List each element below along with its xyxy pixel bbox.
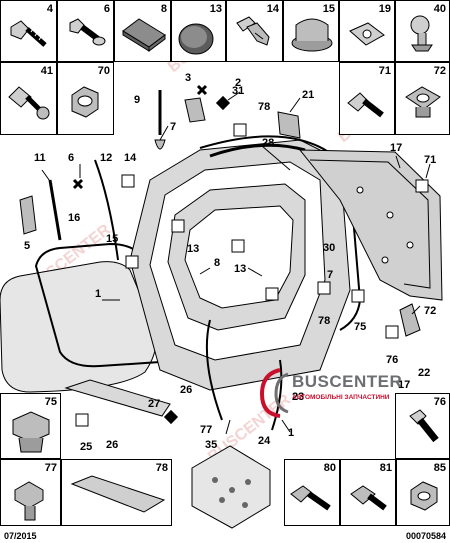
part-box-40[interactable]: 40 xyxy=(395,0,450,62)
logo-mark-icon xyxy=(259,368,289,418)
part-box-4[interactable]: 4 xyxy=(0,0,57,62)
callout: 72 xyxy=(424,305,437,317)
callout: 2 xyxy=(235,77,242,89)
callout: 13 xyxy=(187,243,200,255)
part-box-75[interactable]: 75 xyxy=(0,393,61,459)
callout: 17 xyxy=(398,379,411,391)
callout: 31 xyxy=(232,85,245,97)
part-box-41[interactable]: 41 xyxy=(0,62,57,135)
rivet-icon xyxy=(409,409,439,443)
cap-icon xyxy=(291,18,333,52)
callout: 23 xyxy=(292,391,305,403)
callout: 6 xyxy=(68,152,75,164)
part-box-6[interactable]: 6 xyxy=(57,0,114,62)
part-box-19[interactable]: 19 xyxy=(339,0,395,62)
callout: 78 xyxy=(318,315,331,327)
pad-icon xyxy=(122,18,166,52)
logo-brand-bus: BUS xyxy=(292,372,330,391)
callout: 71 xyxy=(424,154,437,166)
part-box-78[interactable]: 78 xyxy=(61,459,172,526)
callout: 13 xyxy=(234,263,247,275)
trim-strip-icon xyxy=(70,475,166,513)
part-box-71[interactable]: 71 xyxy=(339,62,395,135)
callout: 11 xyxy=(34,152,46,164)
callout: 24 xyxy=(258,435,271,447)
part-box-70[interactable]: 70 xyxy=(57,62,114,135)
screw-icon xyxy=(10,20,47,47)
part-box-14[interactable]: 14 xyxy=(226,0,283,62)
bolt-icon xyxy=(14,481,44,521)
callout: 35 xyxy=(205,439,218,451)
ball-stud-icon xyxy=(8,86,50,120)
part-box-8[interactable]: 8 xyxy=(114,0,171,62)
callout: 21 xyxy=(302,89,315,101)
callout: 25 xyxy=(80,441,93,453)
callout: 14 xyxy=(124,152,137,164)
callout: 76 xyxy=(386,354,399,366)
clip-icon xyxy=(350,485,387,511)
part-box-72[interactable]: 72 xyxy=(395,62,450,135)
part-box-77[interactable]: 77 xyxy=(0,459,61,526)
part-box-80[interactable]: 80 xyxy=(284,459,340,526)
callout: 26 xyxy=(180,384,193,396)
screw-icon xyxy=(69,18,106,46)
callout: 22 xyxy=(418,367,431,379)
part-box-76[interactable]: 76 xyxy=(395,393,450,459)
callout: 1 xyxy=(95,288,102,300)
clip-icon xyxy=(349,22,385,46)
callout: 5 xyxy=(24,240,31,252)
plug-icon xyxy=(178,23,214,55)
callout: 28 xyxy=(262,137,275,149)
callout: 27 xyxy=(148,398,161,410)
callout: 75 xyxy=(354,321,367,333)
callout: 12 xyxy=(100,152,113,164)
callout: 15 xyxy=(106,233,119,245)
part-box-81[interactable]: 81 xyxy=(340,459,396,526)
callout: 30 xyxy=(323,242,336,254)
clip-icon xyxy=(12,411,50,453)
footer-code: 00070584 xyxy=(405,531,446,541)
nut-icon xyxy=(71,86,99,118)
callout: 78 xyxy=(258,101,271,113)
callout: 17 xyxy=(390,142,403,154)
ball-stud-icon xyxy=(410,15,433,52)
callout: 77 xyxy=(200,424,213,436)
callout: 9 xyxy=(134,94,141,106)
part-box-15[interactable]: 15 xyxy=(283,0,339,62)
buscenter-logo: BUSCENTER АВТОМОБІЛЬНІ ЗАПЧАСТИНИ xyxy=(258,364,402,420)
logo-brand-center: CENTER xyxy=(329,372,403,391)
grommet-icon xyxy=(405,86,441,118)
screw-icon xyxy=(290,485,331,511)
clip-icon xyxy=(236,16,270,46)
nut-icon xyxy=(410,481,438,511)
callout: 7 xyxy=(170,121,177,133)
part-box-85[interactable]: 85 xyxy=(396,459,450,526)
part-box-13[interactable]: 13 xyxy=(171,0,226,62)
callout: 7 xyxy=(327,269,334,281)
logo-tagline: АВТОМОБІЛЬНІ ЗАПЧАСТИНИ xyxy=(292,394,390,401)
callout: 26 xyxy=(106,439,119,451)
callout: 16 xyxy=(68,212,81,224)
callout: 3 xyxy=(185,72,192,84)
clip-icon xyxy=(347,92,384,118)
callout: 8 xyxy=(214,257,221,269)
callout: 1 xyxy=(288,427,295,439)
footer-date: 07/2015 xyxy=(4,531,37,541)
